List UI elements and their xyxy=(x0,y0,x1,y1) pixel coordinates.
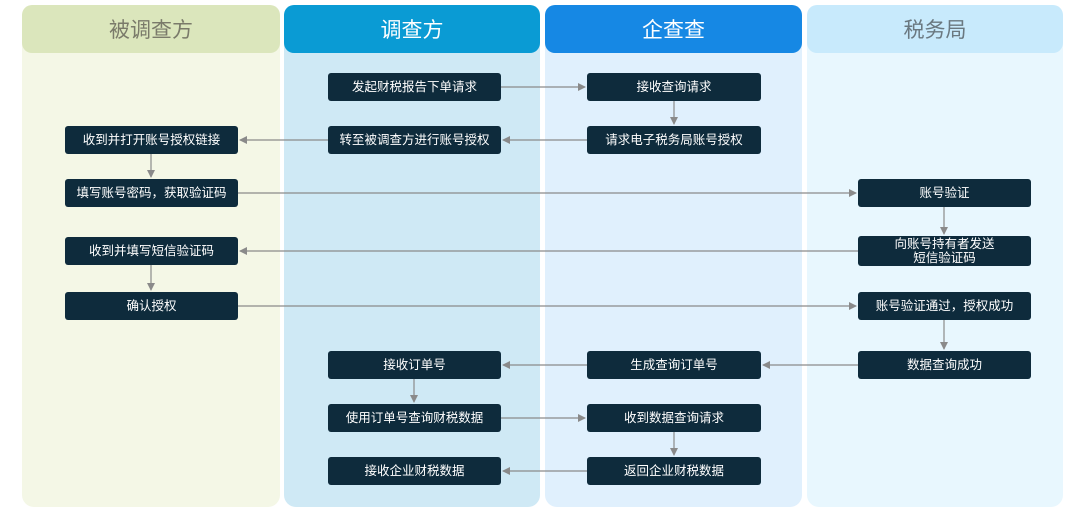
lane-header-investigator: 调查方 xyxy=(284,5,540,53)
step-send-sms-code: 向账号持有者发送 短信验证码 xyxy=(858,236,1031,266)
step-receive-tax-data: 接收企业财税数据 xyxy=(328,457,501,485)
step-confirm-auth: 确认授权 xyxy=(65,292,238,320)
step-generate-order-number: 生成查询订单号 xyxy=(587,351,761,379)
step-receive-query-request: 接收查询请求 xyxy=(587,73,761,101)
step-request-tax-account-auth: 请求电子税务局账号授权 xyxy=(587,126,761,154)
step-open-auth-link: 收到并打开账号授权链接 xyxy=(65,126,238,154)
step-auth-success: 账号验证通过，授权成功 xyxy=(858,292,1031,320)
step-data-query-success: 数据查询成功 xyxy=(858,351,1031,379)
step-send-sms-code-line2: 短信验证码 xyxy=(913,250,976,265)
step-enter-sms-code: 收到并填写短信验证码 xyxy=(65,237,238,265)
lane-header-investigated-party: 被调查方 xyxy=(22,5,280,53)
step-receive-order-number: 接收订单号 xyxy=(328,351,501,379)
step-redirect-for-auth: 转至被调查方进行账号授权 xyxy=(328,126,501,154)
step-receive-data-query: 收到数据查询请求 xyxy=(587,404,761,432)
step-start-report-order: 发起财税报告下单请求 xyxy=(328,73,501,101)
step-account-verification: 账号验证 xyxy=(858,179,1031,207)
step-enter-credentials: 填写账号密码，获取验证码 xyxy=(65,179,238,207)
lane-header-tax-bureau: 税务局 xyxy=(807,5,1063,53)
lane-header-qichacha: 企查查 xyxy=(545,5,802,53)
step-send-sms-code-line1: 向账号持有者发送 xyxy=(894,236,995,251)
step-return-tax-data: 返回企业财税数据 xyxy=(587,457,761,485)
step-query-with-order-number: 使用订单号查询财税数据 xyxy=(328,404,501,432)
